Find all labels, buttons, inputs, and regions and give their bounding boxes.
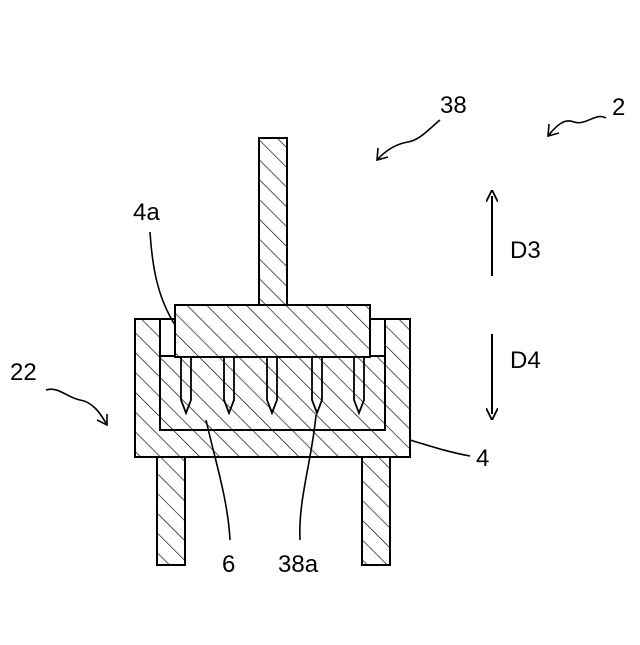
pin-5 <box>354 357 364 413</box>
base-leg-left <box>157 457 185 565</box>
label-recess: 4a <box>133 199 160 226</box>
base-leg-right <box>362 457 390 565</box>
pin-2 <box>224 357 234 413</box>
pin-unit-shaft <box>259 138 287 305</box>
label-pin: 38a <box>278 551 319 578</box>
arrow-pin-unit <box>377 120 440 160</box>
leader-base <box>410 440 470 456</box>
label-assembly: 2 <box>612 94 625 121</box>
label-dir-up: D3 <box>510 237 541 264</box>
label-carrier: 6 <box>222 551 235 578</box>
label-dir-down: D4 <box>510 347 541 374</box>
label-pin-unit: 38 <box>440 92 467 119</box>
label-base-unit: 22 <box>10 359 37 386</box>
leader-recess <box>150 232 175 325</box>
pin-3 <box>267 357 277 413</box>
pin-unit-block <box>175 305 370 357</box>
pin-1 <box>181 357 191 413</box>
pin-4 <box>312 357 322 413</box>
label-base: 4 <box>476 445 489 472</box>
